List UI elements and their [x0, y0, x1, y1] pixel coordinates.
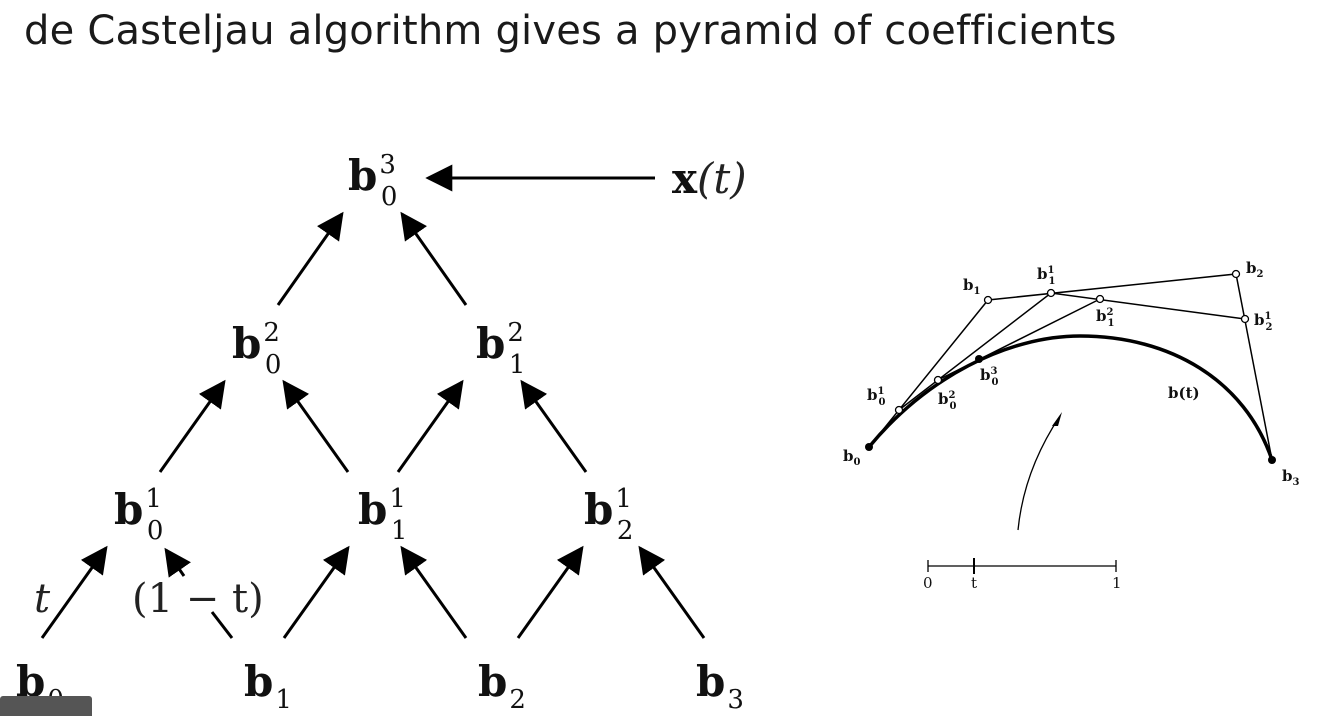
arrow-b21-b12: [520, 379, 588, 473]
arrow-b2-b21: [516, 545, 584, 639]
sweep-arrowhead: [1052, 412, 1062, 426]
label-b1: b1: [963, 276, 980, 297]
slide-title: de Casteljau algorithm gives a pyramid o…: [24, 8, 1117, 54]
arrow-b12-b03: [400, 211, 468, 306]
label-b0: b0: [843, 447, 861, 468]
node-b2: b2: [478, 657, 526, 715]
arrow-b0-b01: [40, 545, 108, 639]
arrow-b01-b02: [158, 379, 226, 473]
weight-right: (1 − t): [132, 576, 264, 622]
arrow-b2-b11: [400, 545, 468, 639]
point-b2: [1231, 269, 1241, 279]
arrow-b1-b01: [164, 547, 234, 639]
point-b21: [1240, 314, 1250, 324]
point-b12: [1095, 294, 1105, 304]
node-b1: b1: [244, 657, 292, 715]
param-label-0: 0: [923, 574, 933, 592]
weight-left: t: [34, 576, 51, 622]
point-b02: [933, 375, 943, 385]
point-b11: [1046, 288, 1056, 298]
point-b0: [865, 443, 873, 451]
arrow-b02-b03: [276, 211, 344, 306]
point-b1: [983, 295, 993, 305]
param-label-t: t: [971, 574, 977, 592]
point-b03: [975, 355, 983, 363]
arrow-b11-b12: [396, 379, 464, 473]
sweep-arrow: [1017, 415, 1061, 531]
point-b01: [894, 405, 904, 415]
arrow-b1-b11: [282, 545, 350, 639]
label-curve: b(t): [1168, 384, 1200, 402]
node-b3: b3: [696, 657, 744, 715]
label-b2: b2: [1246, 259, 1264, 280]
video-overlay-block: [0, 696, 92, 716]
label-b3: b3: [1282, 467, 1300, 488]
pyramid-arrows: [40, 164, 706, 639]
control-polygon: [868, 273, 1273, 461]
arrow-b3-b21: [638, 545, 706, 639]
param-label-1: 1: [1112, 574, 1122, 592]
output-label: x(t): [672, 154, 747, 203]
point-b3: [1268, 456, 1276, 464]
arrow-b11-b02: [282, 379, 350, 473]
bezier-curve: [867, 334, 1274, 461]
